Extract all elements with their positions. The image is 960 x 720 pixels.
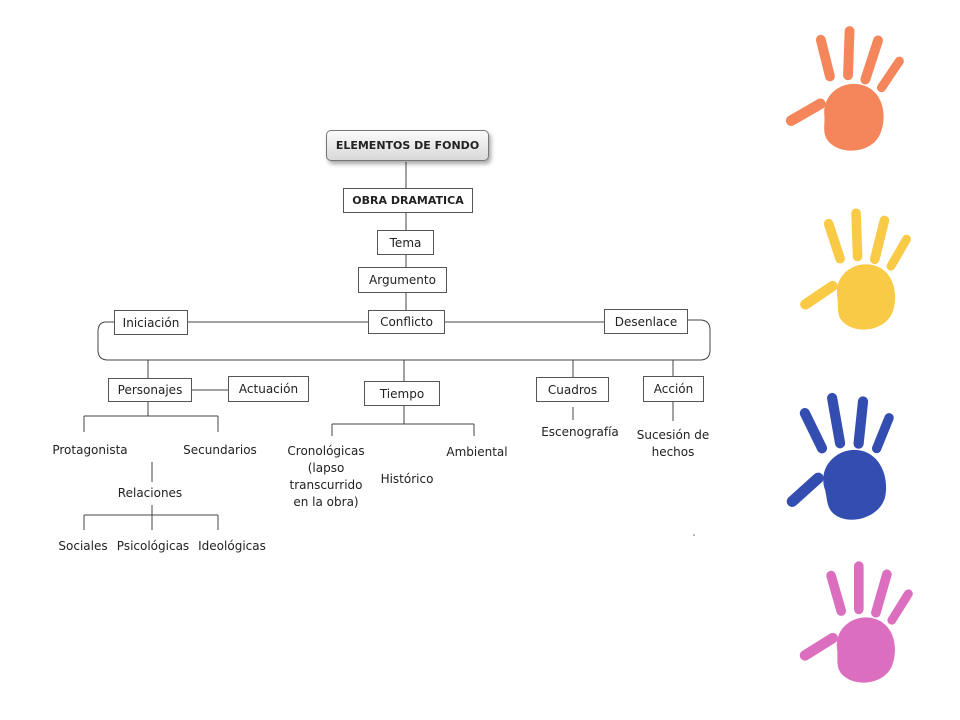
label-relaciones: Relaciones [117, 486, 183, 500]
node-desenlace: Desenlace [604, 309, 688, 334]
label-escenografia: Escenografía [541, 425, 619, 439]
node-iniciacion: Iniciación [114, 310, 188, 335]
node-obra-dramatica: OBRA DRAMATICA [343, 188, 473, 213]
diagram-title: ELEMENTOS DE FONDO [326, 130, 489, 161]
label-ambiental: Ambiental [446, 445, 508, 459]
node-tiempo: Tiempo [364, 381, 440, 406]
label-psicologicas: Psicológicas [116, 539, 190, 553]
node-argumento: Argumento [358, 267, 447, 293]
label-protagonista: Protagonista [52, 443, 128, 457]
label-ideologicas: Ideológicas [198, 539, 266, 553]
label-cronologicas: Cronológicas (lapso transcurrido en la o… [287, 444, 365, 509]
label-sociales: Sociales [58, 539, 108, 553]
node-accion: Acción [643, 376, 704, 402]
label-secundarios: Secundarios [183, 443, 257, 457]
node-personajes: Personajes [108, 378, 192, 402]
label-historico: Histórico [380, 472, 434, 486]
label-sucesion-de-hechos: Sucesión de hechos [636, 428, 710, 459]
node-cuadros: Cuadros [536, 377, 609, 402]
node-actuacion: Actuación [228, 376, 309, 402]
node-tema: Tema [377, 230, 434, 255]
node-conflicto: Conflicto [368, 310, 445, 334]
